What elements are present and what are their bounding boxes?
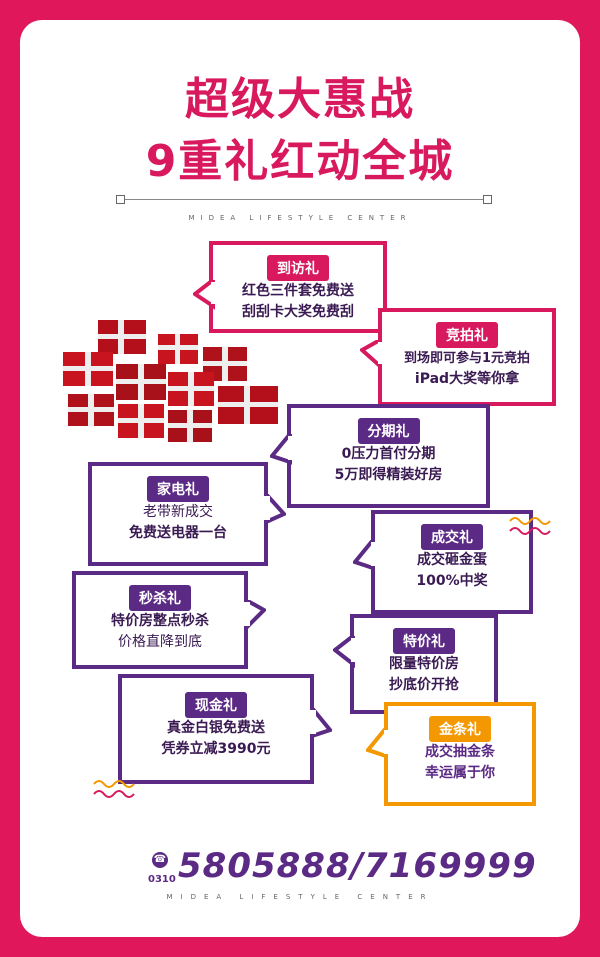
tag-flash-sale: 秒杀礼 bbox=[129, 585, 191, 611]
footer-brand: MIDEA LIFESTYLE CENTER bbox=[166, 893, 434, 901]
bubble-tail-icon bbox=[270, 434, 294, 465]
bubble-tail-icon bbox=[333, 636, 357, 669]
title-line-1: 超级大惠战 bbox=[185, 74, 415, 125]
tag-installment: 分期礼 bbox=[357, 418, 420, 444]
wave-decoration-icon bbox=[93, 780, 135, 798]
gift-line: iPad大奖等你拿 bbox=[414, 371, 520, 387]
gift-line: 成交抽金条 bbox=[425, 744, 495, 760]
bubble-tail-icon bbox=[366, 728, 390, 759]
gift-line: 老带新成交 bbox=[143, 504, 213, 520]
gift-card-installment: 分期礼 0压力首付分期 5万即得精装好房 bbox=[287, 404, 490, 508]
gift-line: 刮刮卡大奖免费刮 bbox=[242, 304, 354, 320]
gift-line: 成交砸金蛋 bbox=[417, 552, 487, 568]
phone-number[interactable]: 5805888/7169999 bbox=[178, 846, 537, 886]
divider-dot-icon bbox=[483, 195, 492, 204]
gift-line: 特价房整点秒杀 bbox=[111, 613, 209, 629]
tag-visit: 到访礼 bbox=[267, 255, 329, 281]
gift-line: 0压力首付分期 bbox=[341, 446, 436, 462]
bubble-tail-icon bbox=[193, 280, 217, 310]
gift-boxes-icon bbox=[63, 320, 278, 442]
gift-card-auction: 竞拍礼 到场即可参与1元竞拍 iPad大奖等你拿 bbox=[378, 308, 556, 406]
brand-subtitle: MIDEA LIFESTYLE CENTER bbox=[188, 214, 412, 222]
gift-line: 到场即可参与1元竞拍 bbox=[403, 351, 531, 366]
bubble-tail-icon bbox=[360, 340, 384, 370]
tag-appliance: 家电礼 bbox=[147, 476, 209, 502]
gift-line: 红色三件套免费送 bbox=[242, 283, 354, 299]
gift-card-deal: 成交礼 成交砸金蛋 100%中奖 bbox=[371, 510, 533, 614]
gift-line: 价格直降到底 bbox=[118, 634, 202, 650]
tag-deal: 成交礼 bbox=[421, 524, 483, 550]
gift-card-special-price: 特价礼 限量特价房 抄底价开抢 bbox=[350, 614, 498, 714]
gift-card-visit: 到访礼 红色三件套免费送 刮刮卡大奖免费刮 bbox=[209, 241, 387, 333]
wave-decoration-icon bbox=[509, 517, 551, 535]
title-divider bbox=[116, 195, 492, 204]
tag-auction: 竞拍礼 bbox=[436, 322, 498, 348]
bubble-tail-icon bbox=[353, 540, 377, 571]
bubble-tail-icon bbox=[262, 494, 286, 526]
phone-icon: ☎ bbox=[152, 852, 168, 868]
gift-line: 5万即得精装好房 bbox=[334, 467, 443, 483]
divider-dot-icon bbox=[116, 195, 125, 204]
area-code: 0310 bbox=[148, 874, 176, 885]
bubble-tail-icon bbox=[242, 600, 266, 633]
gift-line: 幸运属于你 bbox=[425, 765, 495, 781]
gift-line: 真金白银免费送 bbox=[167, 720, 265, 736]
tag-cash: 现金礼 bbox=[185, 692, 247, 718]
gift-card-gold-bar: 金条礼 成交抽金条 幸运属于你 bbox=[384, 702, 536, 806]
gift-line: 抄底价开抢 bbox=[389, 677, 459, 693]
tag-special-price: 特价礼 bbox=[393, 628, 455, 654]
gift-card-appliance: 家电礼 老带新成交 免费送电器一台 bbox=[88, 462, 268, 566]
gift-line: 免费送电器一台 bbox=[129, 525, 227, 541]
gift-line: 凭券立减3990元 bbox=[161, 741, 271, 757]
gift-card-cash: 现金礼 真金白银免费送 凭券立减3990元 bbox=[118, 674, 314, 784]
bubble-tail-icon bbox=[308, 708, 332, 739]
gift-line: 限量特价房 bbox=[389, 656, 459, 672]
tag-gold-bar: 金条礼 bbox=[429, 716, 491, 742]
gift-line: 100%中奖 bbox=[416, 573, 488, 589]
gift-card-flash-sale: 秒杀礼 特价房整点秒杀 价格直降到底 bbox=[72, 571, 248, 669]
title-line-2: 9重礼红动全城 bbox=[145, 136, 455, 187]
